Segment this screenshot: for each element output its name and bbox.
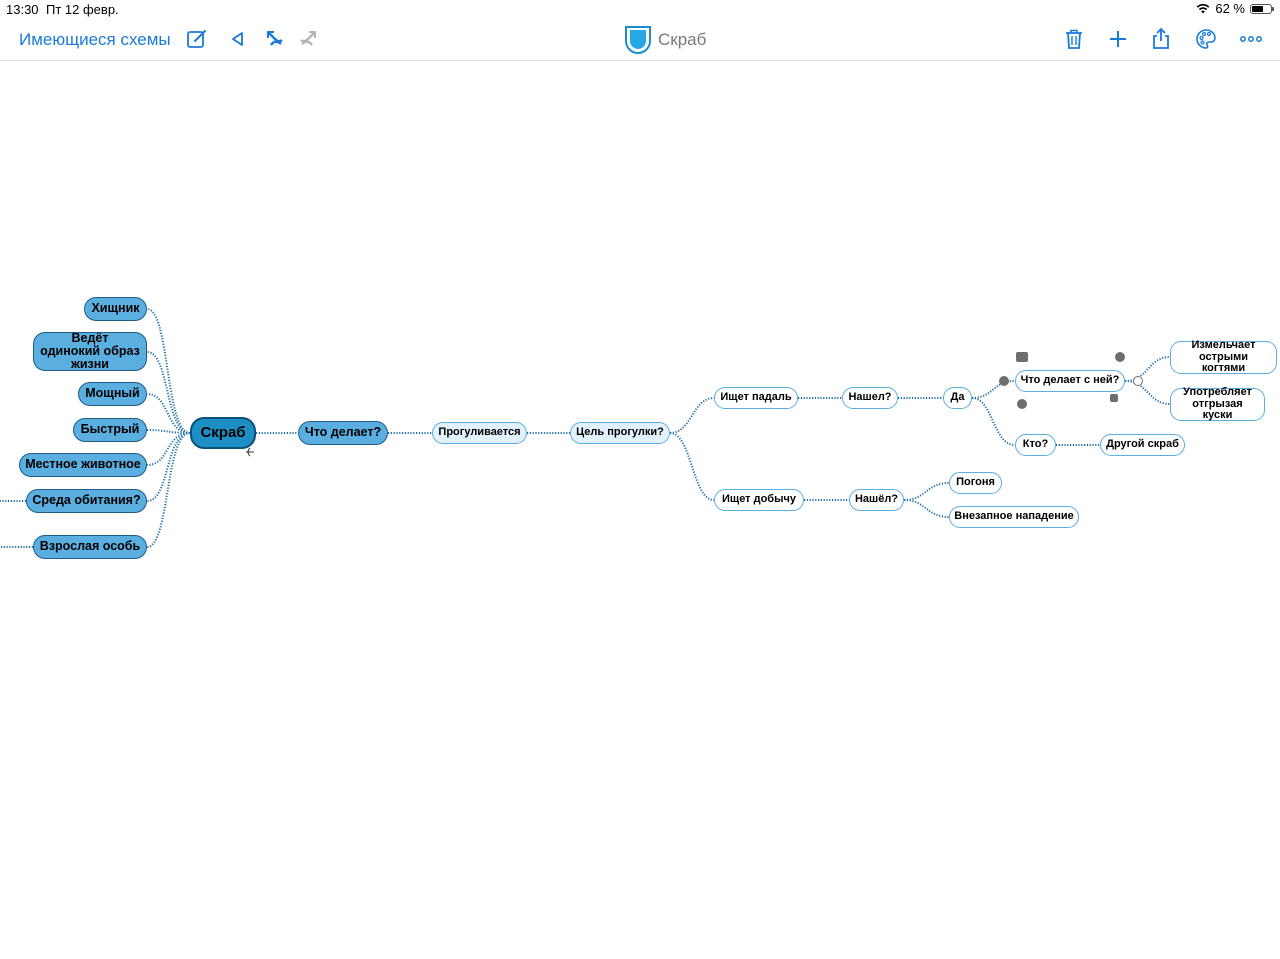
wifi-icon <box>1196 4 1210 14</box>
status-bar: 13:30 Пт 12 февр. 62 % <box>0 0 1280 20</box>
link-root-habitat <box>146 432 191 502</box>
plus-icon[interactable] <box>1106 27 1130 51</box>
what-with-it-node[interactable]: Что делает с ней? <box>1015 370 1125 392</box>
share-icon[interactable] <box>1149 27 1173 51</box>
walks-node[interactable]: Прогуливается <box>432 422 527 444</box>
link-foundprey-ambush <box>903 499 950 518</box>
text-handle-icon[interactable] <box>1115 352 1125 362</box>
property-node[interactable]: Ведёт одинокий образ жизни <box>33 331 147 371</box>
app-logo-icon <box>625 26 651 55</box>
add-child-handle-icon[interactable] <box>1133 376 1143 386</box>
tag-handle-icon[interactable] <box>1110 394 1118 402</box>
link-foundprey-chase <box>903 482 950 501</box>
collapse-marker <box>246 447 254 457</box>
link-goal-carrion <box>669 397 715 434</box>
battery-icon <box>1250 3 1274 14</box>
redo-icon[interactable] <box>296 27 320 51</box>
eats-node[interactable]: Употребляет отгрызая куски <box>1170 386 1265 421</box>
property-node[interactable]: Местное животное <box>19 453 147 477</box>
link-goal-prey <box>669 432 715 501</box>
toolbar: Имеющиеся схемы Скраб <box>0 20 1280 61</box>
title-text: Скраб <box>658 30 707 49</box>
property-node[interactable]: Взрослая особь <box>33 535 147 559</box>
seeks-prey-node[interactable]: Ищет добычу <box>714 489 804 511</box>
status-date: Пт 12 февр. <box>46 2 119 17</box>
link-root-solitary <box>146 351 191 434</box>
trash-icon[interactable] <box>1062 27 1086 51</box>
more-icon[interactable] <box>1239 27 1263 51</box>
palette-icon[interactable] <box>1194 27 1218 51</box>
link-yes-who <box>971 397 1016 446</box>
property-node[interactable]: Хищник <box>84 297 147 321</box>
expand-handle-icon[interactable] <box>999 376 1009 386</box>
found-carrion-node[interactable]: Нашел? <box>842 387 898 409</box>
link-root-adult <box>146 432 191 548</box>
root-node[interactable]: Скраб <box>190 417 256 449</box>
walk-goal-node[interactable]: Цель прогулки? <box>570 422 670 444</box>
chops-node[interactable]: Измельчает острыми когтями <box>1170 339 1277 374</box>
link-root-local <box>146 432 191 466</box>
link-root-predator <box>146 308 191 434</box>
other-scrub-node[interactable]: Другой скраб <box>1100 434 1185 456</box>
connection-lines <box>0 308 1171 548</box>
edit-icon[interactable] <box>185 27 209 51</box>
property-node[interactable]: Быстрый <box>73 418 147 442</box>
found-prey-node[interactable]: Нашёл? <box>849 489 904 511</box>
yes-node[interactable]: Да <box>943 387 972 409</box>
property-node[interactable]: Мощный <box>78 382 147 406</box>
link-what-eats <box>1124 380 1171 405</box>
chase-node[interactable]: Погоня <box>949 472 1002 494</box>
status-right: 62 % <box>1196 1 1274 16</box>
note-handle-icon[interactable] <box>1016 352 1028 362</box>
who-node[interactable]: Кто? <box>1015 434 1056 456</box>
seeks-carrion-node[interactable]: Ищет падаль <box>714 387 798 409</box>
status-time: 13:30 <box>6 2 39 17</box>
battery-fill <box>1252 5 1264 12</box>
play-icon[interactable] <box>226 27 250 51</box>
what-does-node[interactable]: Что делает? <box>298 421 388 445</box>
property-node[interactable]: Среда обитания? <box>26 489 147 513</box>
delete-handle-icon[interactable] <box>1017 399 1027 409</box>
undo-icon[interactable] <box>263 27 287 51</box>
link-what-chops <box>1124 356 1171 382</box>
mind-map-canvas[interactable]: Скраб Хищник Ведёт одинокий образ жизни … <box>0 61 1280 959</box>
back-link[interactable]: Имеющиеся схемы <box>19 30 171 49</box>
link-yes-what <box>971 380 1016 399</box>
link-root-powerful <box>146 393 191 434</box>
document-title: Скраб <box>624 24 706 56</box>
ambush-node[interactable]: Внезапное нападение <box>949 506 1079 528</box>
battery-percent: 62 % <box>1215 1 1245 16</box>
